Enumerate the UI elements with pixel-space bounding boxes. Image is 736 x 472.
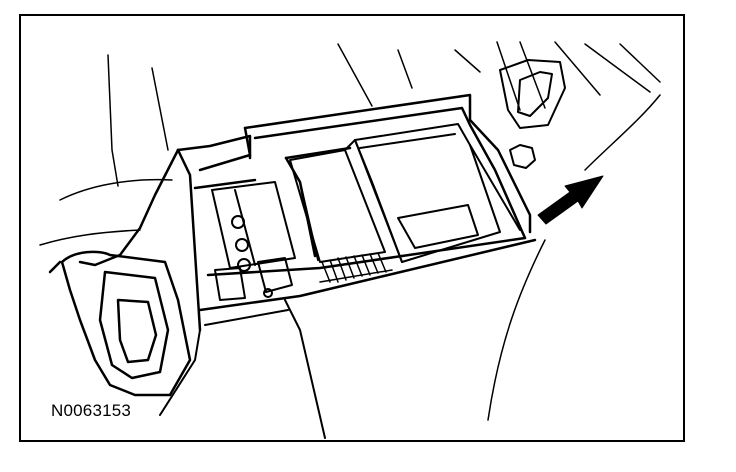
- seat-left: [39, 54, 173, 246]
- center-compartment: [289, 139, 386, 263]
- handle-assembly: [499, 59, 566, 169]
- armrest-handle: [48, 250, 192, 397]
- console-front: [159, 299, 326, 439]
- storage-bin: [354, 123, 521, 263]
- ribbed-divider: [319, 252, 393, 283]
- console-illustration: [39, 41, 661, 439]
- figure-id-label: N0063153: [51, 401, 132, 420]
- figure-frame: N0063153: [19, 14, 685, 442]
- left-compartment: [211, 181, 296, 301]
- arrow-icon: [537, 175, 604, 225]
